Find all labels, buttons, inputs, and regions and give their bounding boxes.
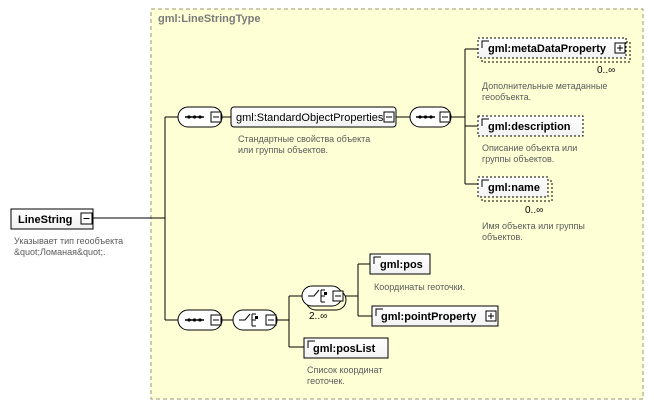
element-doc-line: геообъекта. — [482, 92, 531, 102]
element-doc-line: Описание объекта или — [482, 143, 577, 153]
group-doc-line: Стандартные свойства объекта — [238, 134, 370, 144]
element-pointproperty[interactable]: gml:pointProperty — [371, 305, 499, 327]
occurs-label: 0..∞ — [525, 205, 543, 216]
element-doc-line: Дополнительные метаданные — [482, 81, 607, 91]
element-doc-line: группы объектов. — [482, 154, 554, 164]
choice-compositor-repeating[interactable] — [301, 285, 347, 311]
element-label: gml:name — [488, 182, 540, 194]
sequence-compositor[interactable] — [177, 309, 223, 331]
element-poslist[interactable]: gml:posList — [303, 337, 389, 359]
root-doc-line: &quot;Ломаная&quot;. — [14, 247, 106, 257]
element-doc-line: Имя объекта или группы — [482, 221, 585, 231]
element-label: gml:metaDataProperty — [488, 43, 607, 55]
linestring-type-box — [150, 8, 644, 400]
element-label: gml:posList — [313, 343, 376, 355]
group-doc-line: или группы объектов. — [238, 145, 328, 155]
element-doc-line: Список координат — [307, 365, 382, 375]
element-label: gml:pos — [380, 259, 423, 271]
connector-lines — [93, 48, 478, 348]
element-label: gml:description — [488, 121, 571, 133]
occurs-label: 2..∞ — [309, 311, 327, 322]
root-doc-line: Указывает тип геообъекта — [14, 236, 123, 246]
element-name[interactable]: gml:name — [477, 176, 553, 202]
element-doc-line: геоточек. — [307, 376, 345, 386]
root-element[interactable]: LineString — [10, 208, 94, 230]
choice-compositor[interactable] — [232, 309, 278, 331]
occurs-label: 0..∞ — [597, 65, 615, 76]
group-reference-label: gml:StandardObjectProperties — [236, 112, 384, 124]
element-metadataproperty[interactable]: gml:metaDataProperty — [477, 37, 631, 63]
group-reference[interactable]: gml:StandardObjectProperties — [230, 106, 397, 128]
element-pos[interactable]: gml:pos — [369, 253, 431, 275]
root-element-label: LineString — [18, 214, 72, 226]
sequence-compositor[interactable] — [177, 106, 223, 128]
type-title: gml:LineStringType — [158, 13, 260, 25]
element-doc-line: объектов. — [482, 232, 523, 242]
element-description[interactable]: gml:description — [477, 115, 584, 137]
element-doc-line: Координаты геоточки. — [374, 282, 465, 292]
element-label: gml:pointProperty — [381, 311, 477, 323]
sequence-compositor[interactable] — [409, 106, 452, 128]
